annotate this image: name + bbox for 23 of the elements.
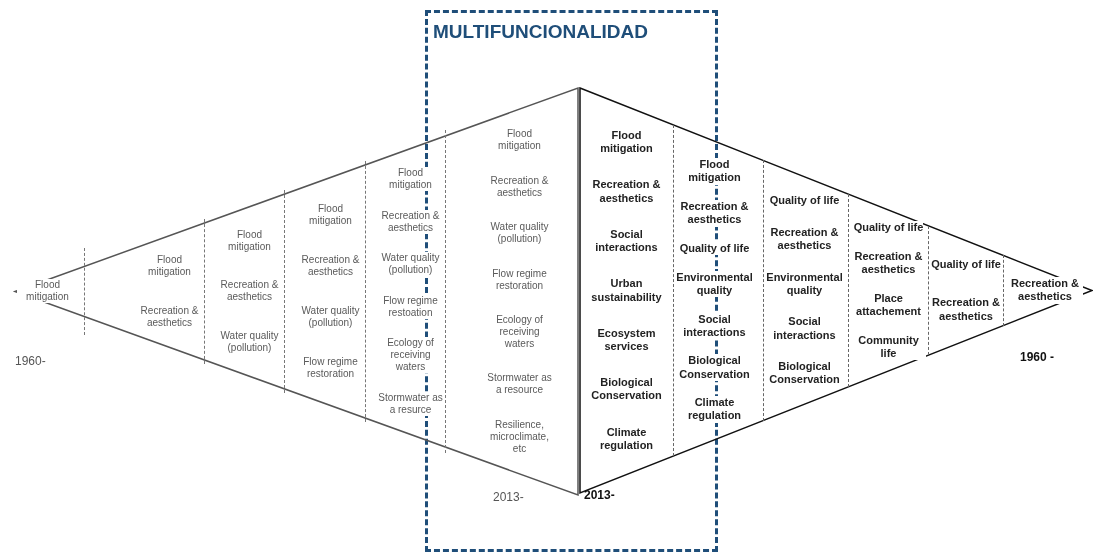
year-label: 1960- (15, 354, 46, 368)
column-text: Water quality (pollution) (217, 330, 282, 355)
column-band (1003, 255, 1085, 326)
column-text: Biological Conservation (676, 354, 753, 381)
column-band (848, 194, 928, 387)
column-text: Recreation & aesthetics (931, 296, 1001, 323)
column-text: Water quality (pollution) (298, 304, 363, 329)
column-band (673, 124, 755, 457)
column-text: Quality of life (931, 258, 1001, 272)
column-text: Environmental quality (766, 270, 843, 298)
year-label: 2013- (493, 490, 524, 504)
column-text: Quality of life (853, 221, 924, 235)
column-text: Stormwater as a resurce (378, 392, 443, 417)
year-label: 2013- (584, 488, 615, 502)
column-text: Water quality (pollution) (378, 252, 443, 277)
year-label: 1960 - (1020, 350, 1055, 364)
column-text: Quality of life (679, 242, 750, 256)
column-text: Environmental quality (676, 270, 753, 298)
column-band (928, 225, 1003, 356)
column-band (15, 248, 85, 335)
column-text: Quality of life (769, 194, 840, 208)
column-band (763, 160, 845, 421)
column-band (376, 130, 446, 453)
